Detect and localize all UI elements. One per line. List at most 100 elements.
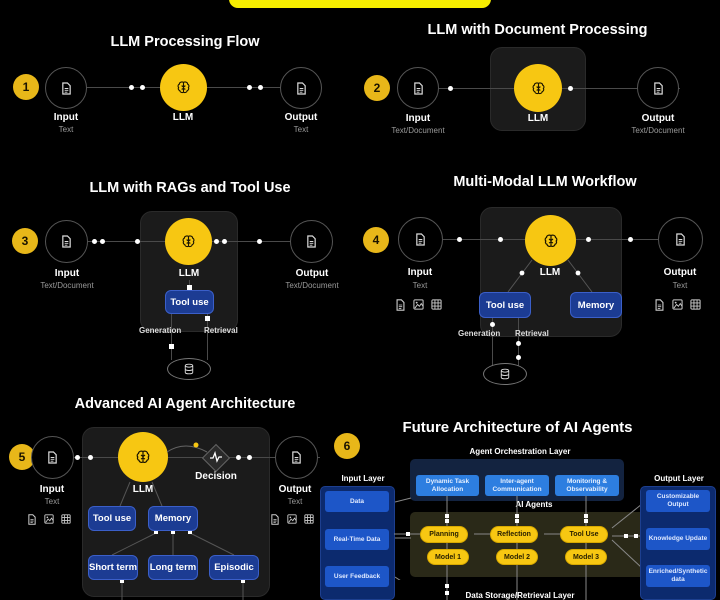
user-feedback-box[interactable]: User Feedback: [325, 566, 389, 587]
planning-pill[interactable]: Planning: [420, 526, 468, 543]
llm-node[interactable]: [514, 64, 562, 112]
step-badge-1: 1: [13, 74, 39, 100]
connector-dot: [247, 85, 252, 90]
document-icon: [395, 299, 406, 311]
model-2-pill[interactable]: Model 2: [496, 549, 538, 565]
connector-dot: [140, 85, 145, 90]
customizable-output-box[interactable]: Customizable Output: [646, 490, 710, 512]
diagram-6-title: Future Architecture of AI Agents: [402, 419, 633, 436]
output-label: Output: [278, 484, 312, 495]
document-icon: [61, 82, 72, 95]
connector-dot: [214, 239, 219, 244]
input-sub: Text/Document: [40, 281, 94, 290]
decision-label: Decision: [195, 471, 237, 482]
llm-label: LLM: [527, 113, 549, 124]
document-icon: [270, 514, 280, 525]
dynamic-task-allocation-box[interactable]: Dynamic Task Allocation: [416, 475, 479, 496]
input-node[interactable]: [397, 67, 439, 109]
output-node[interactable]: [290, 220, 333, 263]
image-icon: [413, 299, 424, 310]
output-node[interactable]: [275, 436, 318, 479]
reflection-pill[interactable]: Reflection: [490, 526, 538, 543]
output-label: Output: [284, 112, 318, 123]
llm-node[interactable]: [160, 64, 207, 111]
input-node[interactable]: [45, 67, 87, 109]
document-icon: [291, 451, 302, 464]
step-badge-4: 4: [363, 227, 389, 253]
enriched-synthetic-data-box[interactable]: Enriched/Synthetic data: [646, 565, 710, 587]
document-icon: [61, 235, 72, 248]
storage-layer-title: Data Storage/Retrieval Layer: [465, 591, 575, 600]
model-1-pill[interactable]: Model 1: [427, 549, 469, 565]
output-modalities: [270, 514, 314, 525]
llm-node[interactable]: [118, 432, 168, 482]
memory-box[interactable]: Memory: [148, 506, 198, 531]
output-label: Output: [295, 268, 329, 279]
realtime-data-box[interactable]: Real-Time Data: [325, 529, 389, 550]
output-label: Output: [663, 267, 697, 278]
document-icon: [413, 82, 424, 95]
database[interactable]: [167, 358, 211, 380]
model-3-pill[interactable]: Model 3: [565, 549, 607, 565]
input-layer-title: Input Layer: [341, 474, 385, 483]
output-sub: Text: [287, 497, 303, 506]
decision-arc: [166, 442, 208, 453]
llm-node[interactable]: [525, 215, 576, 266]
output-sub: Text: [672, 281, 688, 290]
image-icon: [44, 514, 54, 524]
link-line: [207, 314, 208, 360]
connector-dot: [258, 85, 263, 90]
connector-dot: [169, 344, 174, 349]
top-banner: [229, 0, 491, 8]
output-layer-title: Output Layer: [654, 474, 704, 483]
memory-box[interactable]: Memory: [570, 292, 622, 318]
long-term-box[interactable]: Long term: [148, 555, 198, 580]
diagram-4-title: Multi-Modal LLM Workflow: [453, 174, 637, 190]
document-icon: [27, 514, 37, 525]
short-term-box[interactable]: Short term: [88, 555, 138, 580]
pulse-icon: [210, 451, 222, 463]
retrieval-label: Retrieval: [204, 326, 238, 335]
ai-agents-panel: [410, 512, 650, 577]
document-icon: [306, 235, 317, 248]
document-icon: [653, 82, 664, 95]
inter-agent-communication-box[interactable]: Inter-agent Communication: [485, 475, 549, 496]
tool-use-pill[interactable]: Tool Use: [560, 526, 608, 543]
output-modalities: [654, 299, 701, 311]
database-icon: [184, 363, 194, 375]
knowledge-update-box[interactable]: Knowledge Update: [646, 528, 710, 550]
table-icon: [690, 299, 701, 310]
step-badge-6: 6: [334, 433, 360, 459]
tool-use-box[interactable]: Tool use: [88, 506, 136, 531]
input-sub: Text/Document: [391, 126, 445, 135]
input-node[interactable]: [45, 220, 88, 263]
connector-dot: [205, 316, 210, 321]
link-line: [171, 314, 172, 360]
diagram-1-title: LLM Processing Flow: [110, 34, 260, 50]
monitoring-observability-box[interactable]: Monitoring & Observability: [555, 475, 619, 496]
connector-dot: [75, 455, 80, 460]
input-label: Input: [407, 267, 433, 278]
llm-label: LLM: [178, 268, 200, 279]
input-node[interactable]: [398, 217, 443, 262]
output-node[interactable]: [658, 217, 703, 262]
database[interactable]: [483, 363, 527, 385]
input-modalities: [27, 514, 71, 525]
connector-dot: [516, 355, 521, 360]
diagram-2-title: LLM with Document Processing: [427, 22, 648, 38]
document-icon: [654, 299, 665, 311]
llm-label: LLM: [132, 484, 154, 495]
llm-node[interactable]: [165, 218, 212, 265]
input-node[interactable]: [31, 436, 74, 479]
output-label: Output: [641, 113, 675, 124]
tool-use-box[interactable]: Tool use: [165, 290, 214, 314]
connector-dot: [129, 85, 134, 90]
output-sub: Text/Document: [285, 281, 339, 290]
connector-dot: [628, 237, 633, 242]
output-node[interactable]: [280, 67, 322, 109]
input-data-box[interactable]: Data: [325, 491, 389, 512]
output-node[interactable]: [637, 67, 679, 109]
episodic-box[interactable]: Episodic: [209, 555, 259, 580]
brain-icon: [531, 81, 546, 96]
tool-use-box[interactable]: Tool use: [479, 292, 531, 318]
